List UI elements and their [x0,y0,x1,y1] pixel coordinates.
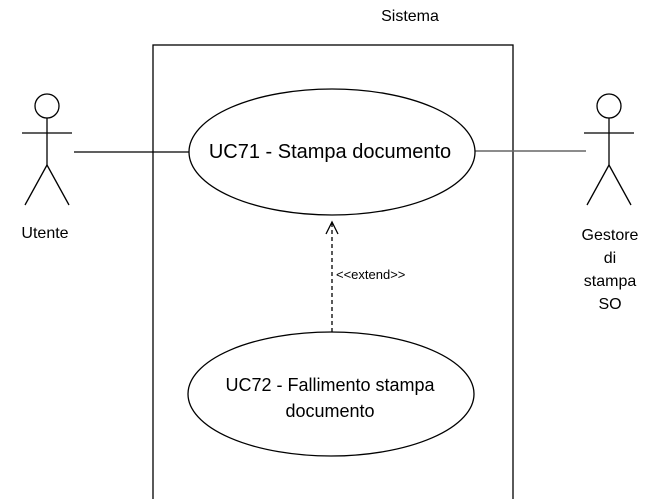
actor-user-label: Utente [21,225,69,242]
extend-arrowhead [325,220,339,235]
system-title: Sistema [381,8,439,25]
use-case-uc71-label: UC71 - Stampa documento [208,141,452,163]
actor-printer-line1: Gestore [581,227,639,244]
actor-printer-figure [584,93,634,206]
actor-printer-line4: SO [598,296,622,313]
extend-label: <<extend>> [336,267,406,282]
use-case-uc72-line1: UC72 - Fallimento stampa [225,375,435,395]
use-case-uc72-label: UC72 - Fallimento stampa documento [180,372,480,424]
use-case-uc71[interactable] [188,88,476,216]
actor-printer-line2: di [603,250,617,267]
actor-user-figure [22,93,72,206]
actor-printer-line3: stampa [583,273,637,290]
actor-printer-label: Gestore di stampa SO [570,224,650,316]
use-case-uc72-line2: documento [285,401,375,421]
system-boundary [152,44,514,499]
use-case-uc72[interactable] [187,331,475,457]
